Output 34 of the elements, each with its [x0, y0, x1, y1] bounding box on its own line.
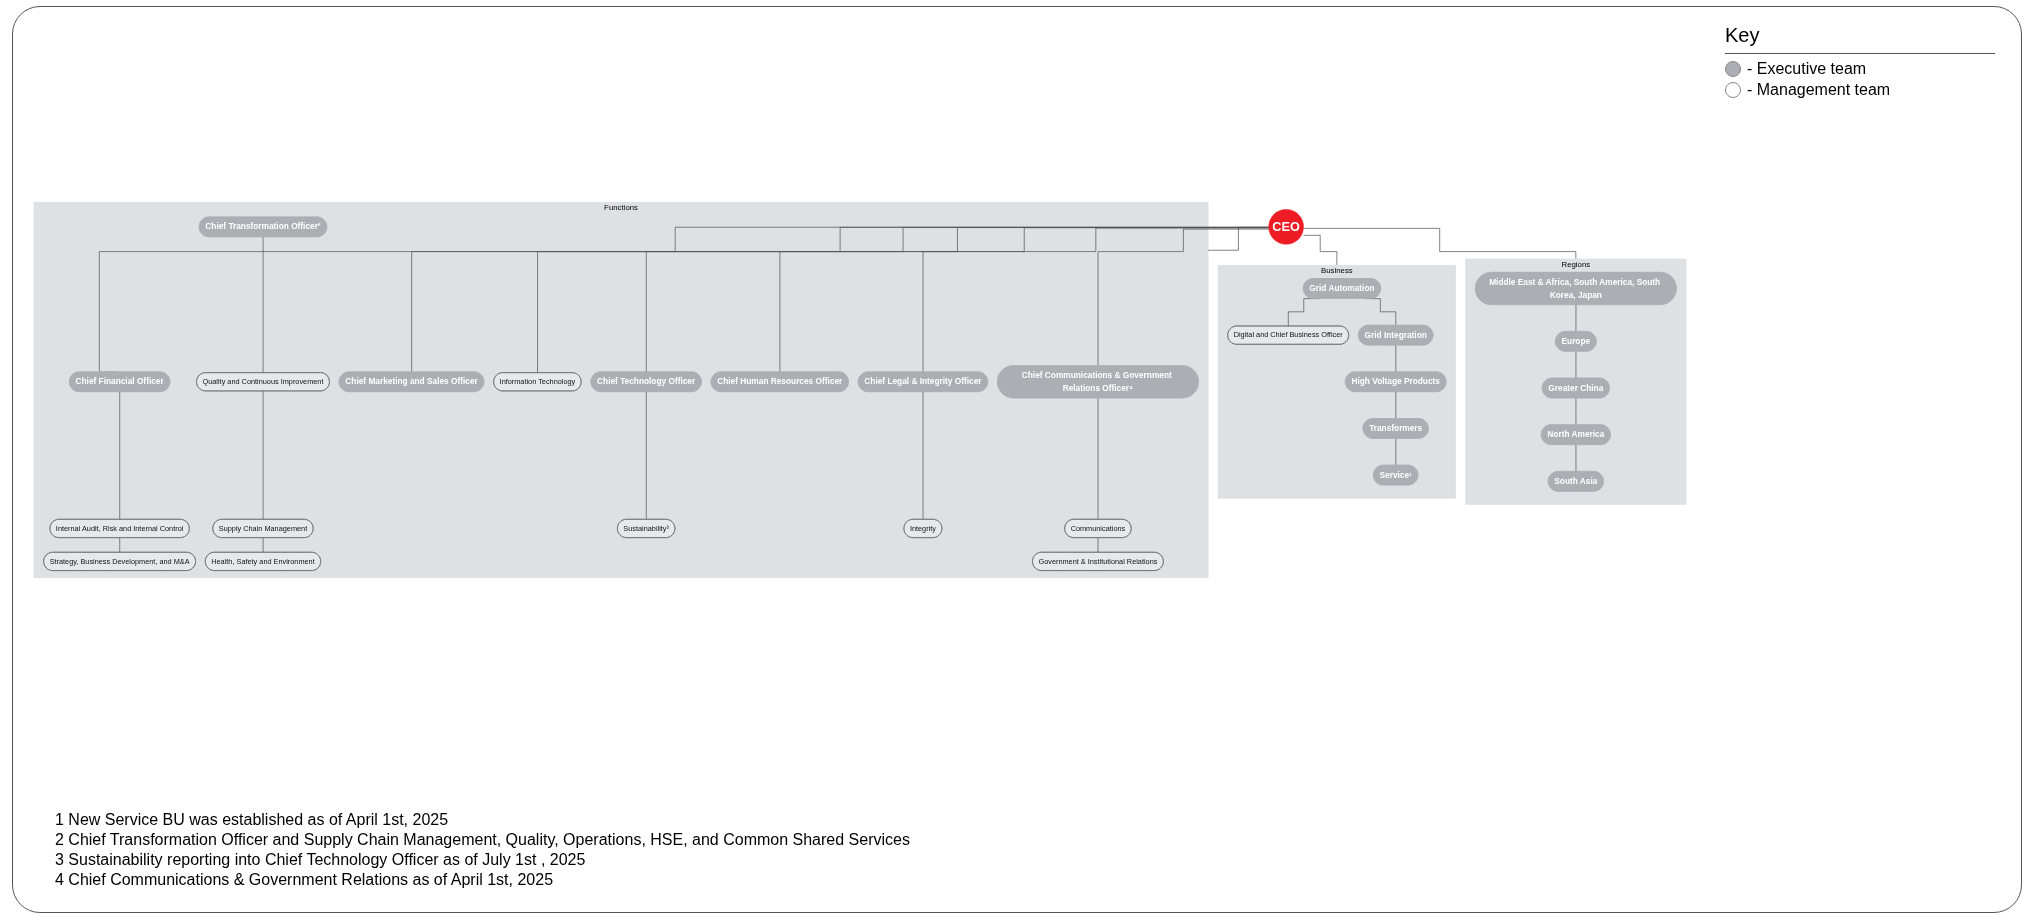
connector: [262, 537, 264, 553]
legend-text: - Management team: [1747, 81, 1891, 99]
footnote: 3 Sustainability reporting into Chief Technology Officer as of July 1st , 2025: [55, 850, 587, 870]
connector: [1097, 537, 1099, 553]
connector: [645, 227, 1270, 373]
connector: [1395, 391, 1397, 420]
connector: [98, 226, 1270, 373]
key-heading: Key: [1725, 24, 1995, 54]
connector: [645, 391, 647, 520]
connector: [1097, 397, 1099, 520]
connector: [1575, 444, 1577, 473]
connector: [1303, 235, 1338, 266]
connector: [1395, 344, 1397, 373]
connector: [119, 537, 121, 553]
connector: [1575, 351, 1577, 379]
footnote: 4 Chief Communications & Government Relations as of April 1st, 2025: [55, 870, 555, 890]
connector: [1097, 228, 1270, 367]
connector: [779, 227, 1270, 373]
connector: [1207, 226, 1270, 251]
node-circle: CEO: [1268, 209, 1304, 245]
connector: [411, 226, 1270, 373]
connector: [922, 227, 1270, 373]
connector: [262, 236, 264, 374]
connector: [1575, 397, 1577, 426]
connector: [1303, 227, 1577, 260]
connector: [922, 391, 924, 520]
connector: [1395, 438, 1397, 466]
connector: [537, 227, 1270, 374]
connector: [262, 390, 264, 520]
footnote: 1 New Service BU was established as of April 1st, 2025: [55, 810, 450, 830]
legend-text: - Executive team: [1747, 60, 1867, 78]
footnote: 2 Chief Transformation Officer and Supply Chain Management, Quality, Operations, HSE, and Common Shared Services: [55, 830, 910, 850]
connector: [1575, 304, 1577, 333]
connector: [119, 391, 121, 520]
